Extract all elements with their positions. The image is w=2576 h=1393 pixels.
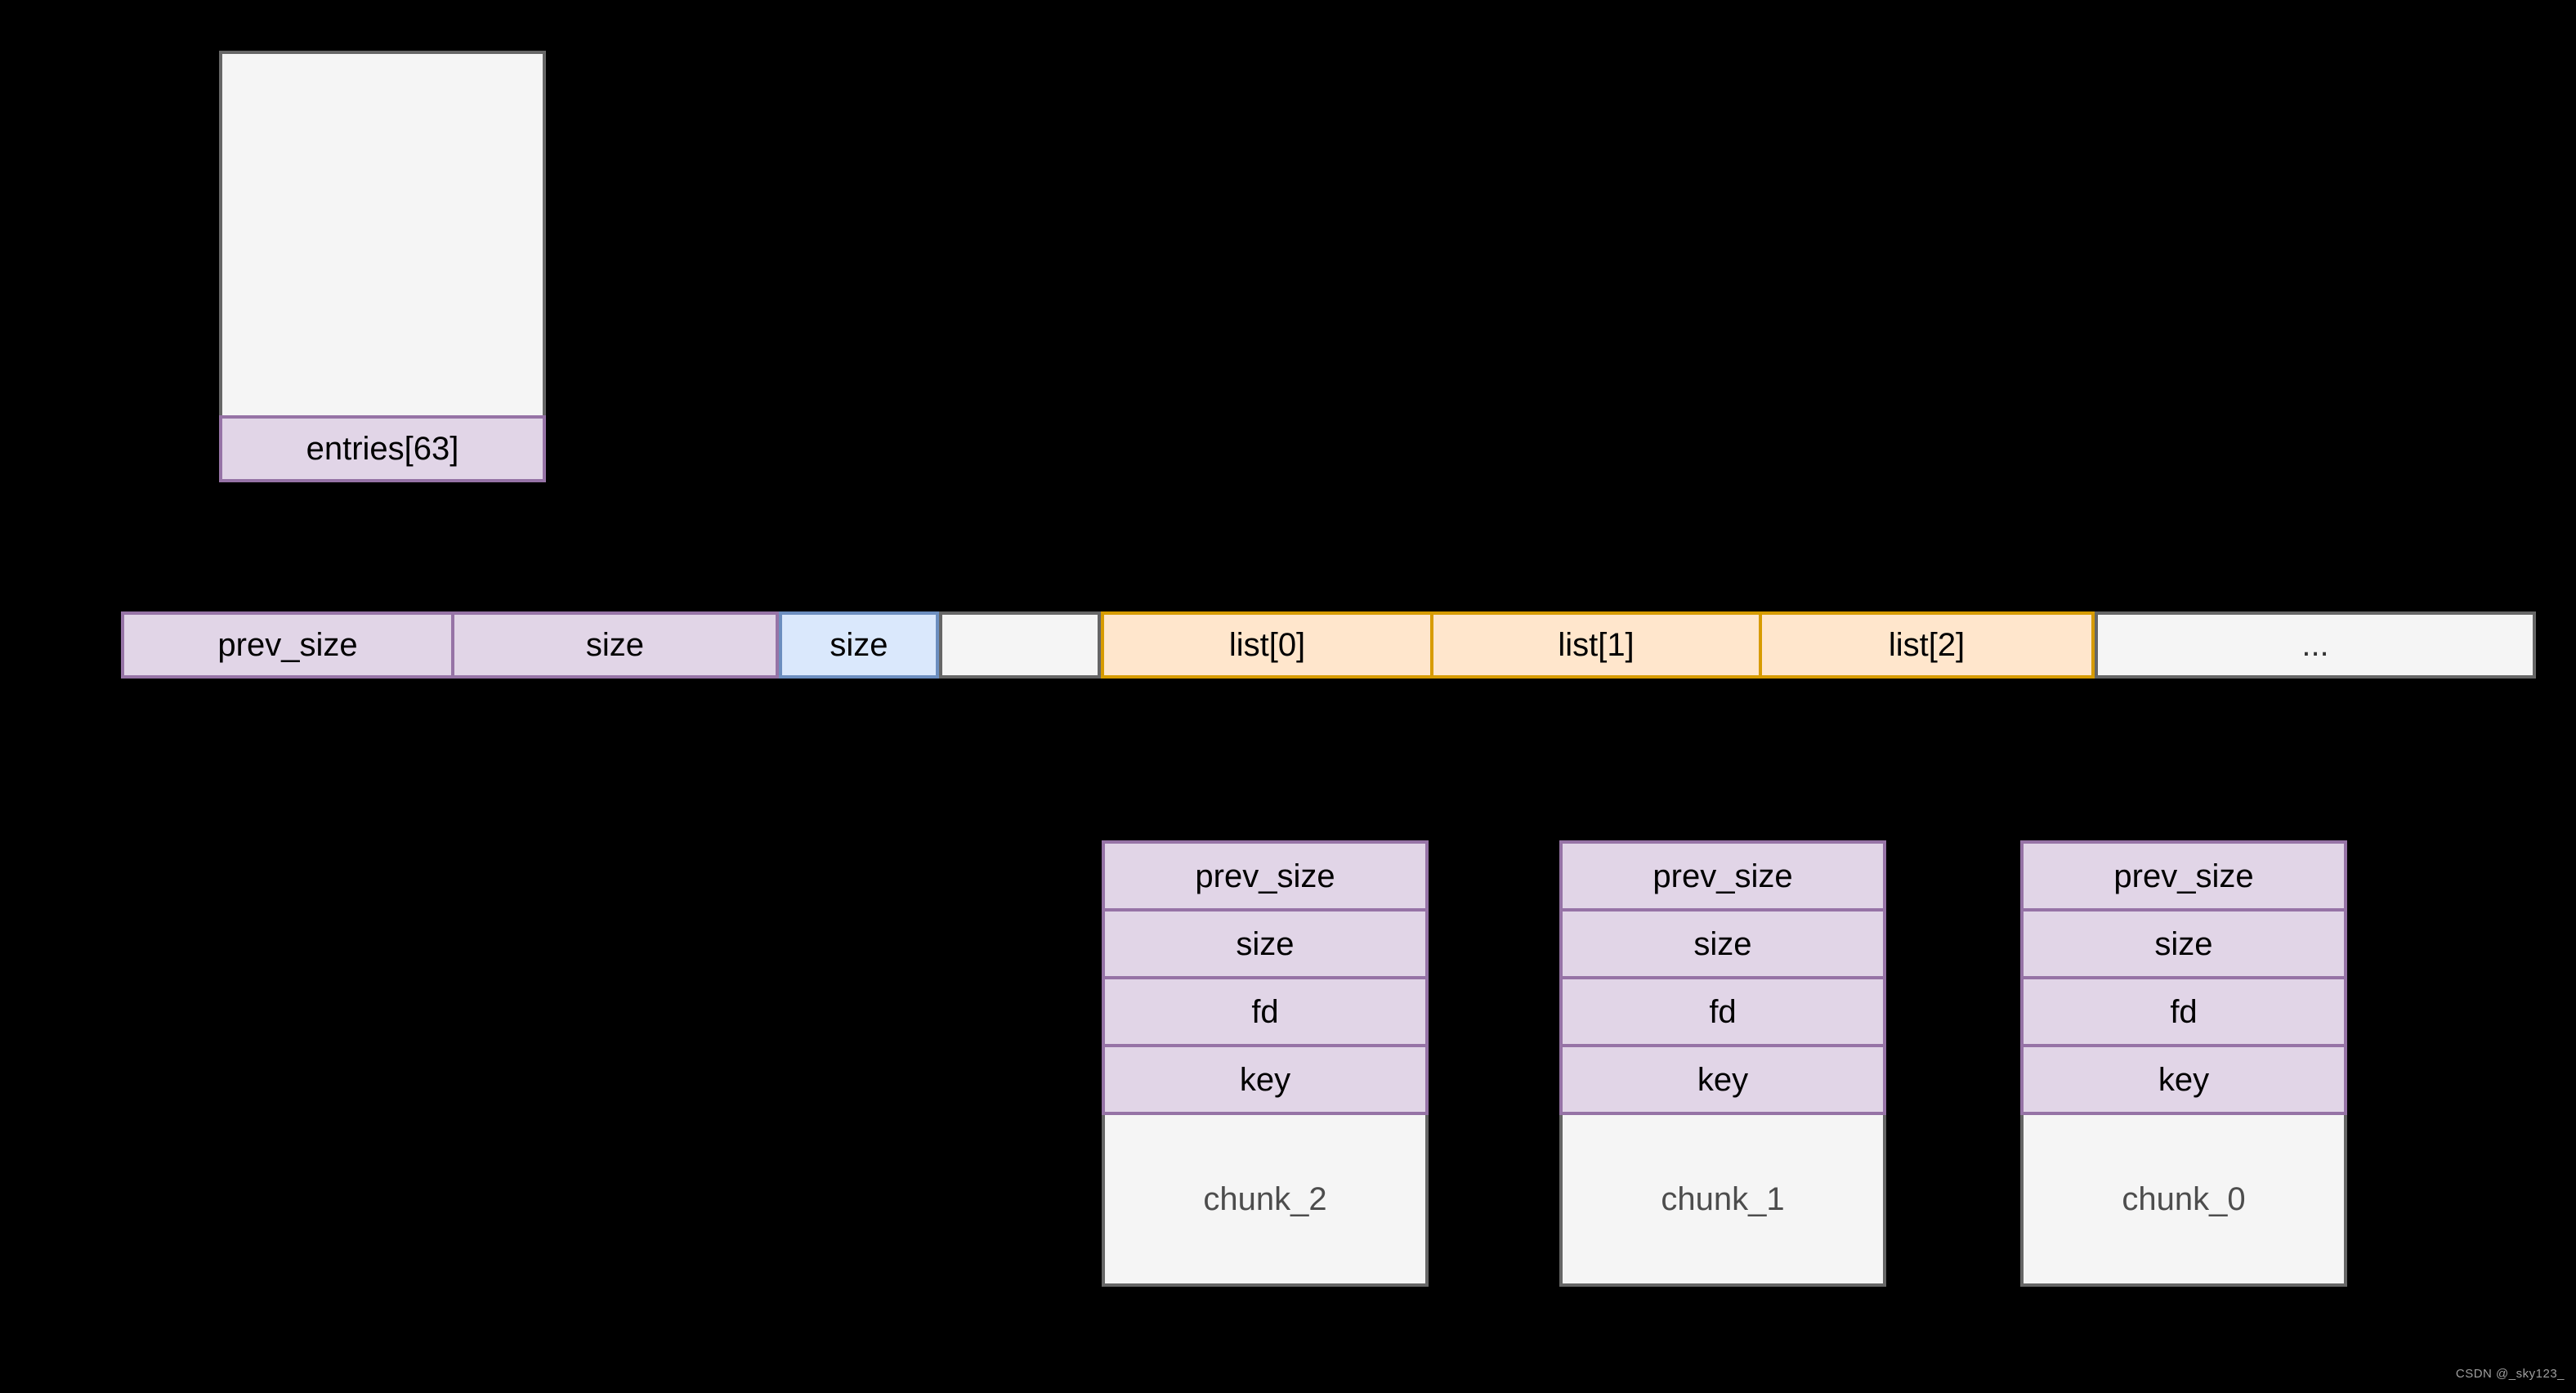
chunk-0-fields: prev_size size fd key <box>2020 840 2347 1115</box>
row-group-lists: list[0] list[1] list[2] <box>1101 611 2095 679</box>
chunk-1-field-prev-size: prev_size <box>1563 844 1883 908</box>
chunk-1-prev-size-label: prev_size <box>1652 858 1793 894</box>
chunk-0-prev-size-label: prev_size <box>2113 858 2254 894</box>
entries-array-body <box>219 51 546 415</box>
chunk-0-key-label: key <box>2158 1061 2210 1098</box>
chunk-1-field-size: size <box>1563 908 1883 976</box>
chunk-2-name: chunk_2 <box>1203 1181 1327 1217</box>
chunk-1-size-label: size <box>1693 925 1752 962</box>
cell-size: size <box>451 615 776 675</box>
chunk-0-field-key: key <box>2024 1044 2344 1112</box>
chunk-0-size-label: size <box>2154 925 2213 962</box>
cell-prev-size-label: prev_size <box>217 627 358 663</box>
chunk-1-name: chunk_1 <box>1661 1181 1785 1217</box>
chunk-1-fields: prev_size size fd key <box>1559 840 1886 1115</box>
chunk-1-field-fd: fd <box>1563 976 1883 1044</box>
cell-size-blue: size <box>779 611 939 679</box>
chunk-2-body: chunk_2 <box>1102 1115 1429 1287</box>
chunk-0-field-fd: fd <box>2024 976 2344 1044</box>
cell-empty <box>939 611 1101 679</box>
cell-size-blue-label: size <box>830 627 888 663</box>
chunk-0-fd-label: fd <box>2170 993 2198 1030</box>
chunk-1-field-key: key <box>1563 1044 1883 1112</box>
cell-ellipsis: ... <box>2095 611 2536 679</box>
row-group-chunk-header: prev_size size <box>121 611 779 679</box>
chunk-2-fd-label: fd <box>1251 993 1279 1030</box>
chunk-0-body: chunk_0 <box>2020 1115 2347 1287</box>
entries-label-text: entries[63] <box>306 431 459 467</box>
cell-list-1-label: list[1] <box>1558 627 1635 663</box>
cell-size-label: size <box>585 627 645 663</box>
chunk-2-field-prev-size: prev_size <box>1105 844 1425 908</box>
chunk-0-field-prev-size: prev_size <box>2024 844 2344 908</box>
chunk-2-field-size: size <box>1105 908 1425 976</box>
cell-list-1: list[1] <box>1430 615 1759 675</box>
chunk-2-prev-size-label: prev_size <box>1195 858 1335 894</box>
chunk-1-key-label: key <box>1697 1061 1749 1098</box>
chunk-2-key-label: key <box>1239 1061 1291 1098</box>
cell-list-0: list[0] <box>1104 615 1430 675</box>
chunk-2-field-key: key <box>1105 1044 1425 1112</box>
chunk-0-field-size: size <box>2024 908 2344 976</box>
chunk-2-fields: prev_size size fd key <box>1102 840 1429 1115</box>
cell-prev-size: prev_size <box>124 615 451 675</box>
cell-list-2-label: list[2] <box>1888 627 1966 663</box>
chunk-1-body: chunk_1 <box>1559 1115 1886 1287</box>
cell-list-0-label: list[0] <box>1228 627 1306 663</box>
chunk-2-size-label: size <box>1236 925 1295 962</box>
cell-list-2: list[2] <box>1759 615 2091 675</box>
watermark: CSDN @_sky123_ <box>2455 1367 2565 1381</box>
chunk-0-name: chunk_0 <box>2122 1181 2246 1217</box>
entries-label: entries[63] <box>219 415 546 482</box>
cell-ellipsis-label: ... <box>2301 627 2329 663</box>
chunk-2-field-fd: fd <box>1105 976 1425 1044</box>
chunk-1-fd-label: fd <box>1709 993 1737 1030</box>
